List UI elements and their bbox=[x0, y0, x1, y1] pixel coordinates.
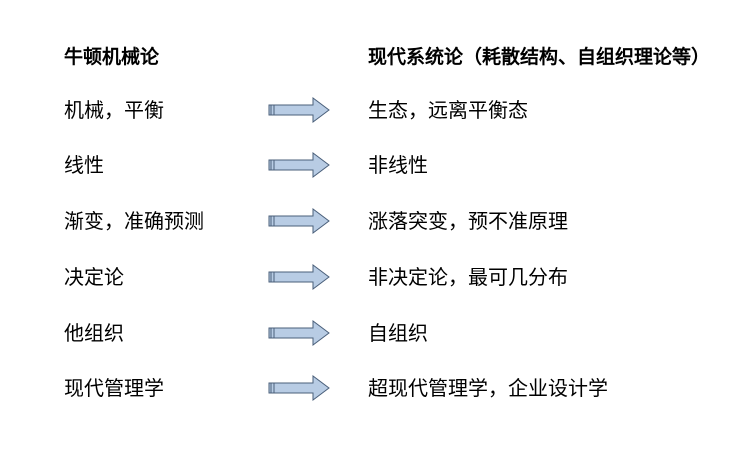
right-arrow-icon bbox=[268, 97, 330, 123]
mapping-row: 线性 非线性 bbox=[0, 149, 744, 181]
header-right: 现代系统论（耗散结构、自组织理论等） bbox=[368, 46, 711, 68]
row-left-text: 渐变，准确预测 bbox=[64, 209, 204, 233]
right-arrow-icon bbox=[268, 208, 330, 234]
row-right-text: 自组织 bbox=[368, 321, 428, 345]
right-arrow-icon bbox=[268, 375, 330, 401]
header-left: 牛顿机械论 bbox=[64, 46, 160, 68]
row-left-text: 现代管理学 bbox=[64, 376, 164, 400]
row-left-text: 他组织 bbox=[64, 321, 124, 345]
row-right-text: 超现代管理学，企业设计学 bbox=[368, 376, 608, 400]
mapping-row: 他组织 自组织 bbox=[0, 317, 744, 349]
mapping-row: 现代管理学 超现代管理学，企业设计学 bbox=[0, 372, 744, 404]
mapping-row: 机械，平衡 生态，远离平衡态 bbox=[0, 94, 744, 126]
right-arrow-icon bbox=[268, 264, 330, 290]
row-left-text: 线性 bbox=[64, 153, 104, 177]
right-arrow-icon bbox=[268, 152, 330, 178]
row-right-text: 涨落突变，预不准原理 bbox=[368, 209, 568, 233]
mapping-row: 决定论 非决定论，最可几分布 bbox=[0, 261, 744, 293]
row-right-text: 非决定论，最可几分布 bbox=[368, 265, 568, 289]
right-arrow-icon bbox=[268, 320, 330, 346]
row-left-text: 决定论 bbox=[64, 265, 124, 289]
mapping-row: 渐变，准确预测 涨落突变，预不准原理 bbox=[0, 205, 744, 237]
row-left-text: 机械，平衡 bbox=[64, 98, 164, 122]
row-right-text: 生态，远离平衡态 bbox=[368, 98, 528, 122]
row-right-text: 非线性 bbox=[368, 153, 428, 177]
